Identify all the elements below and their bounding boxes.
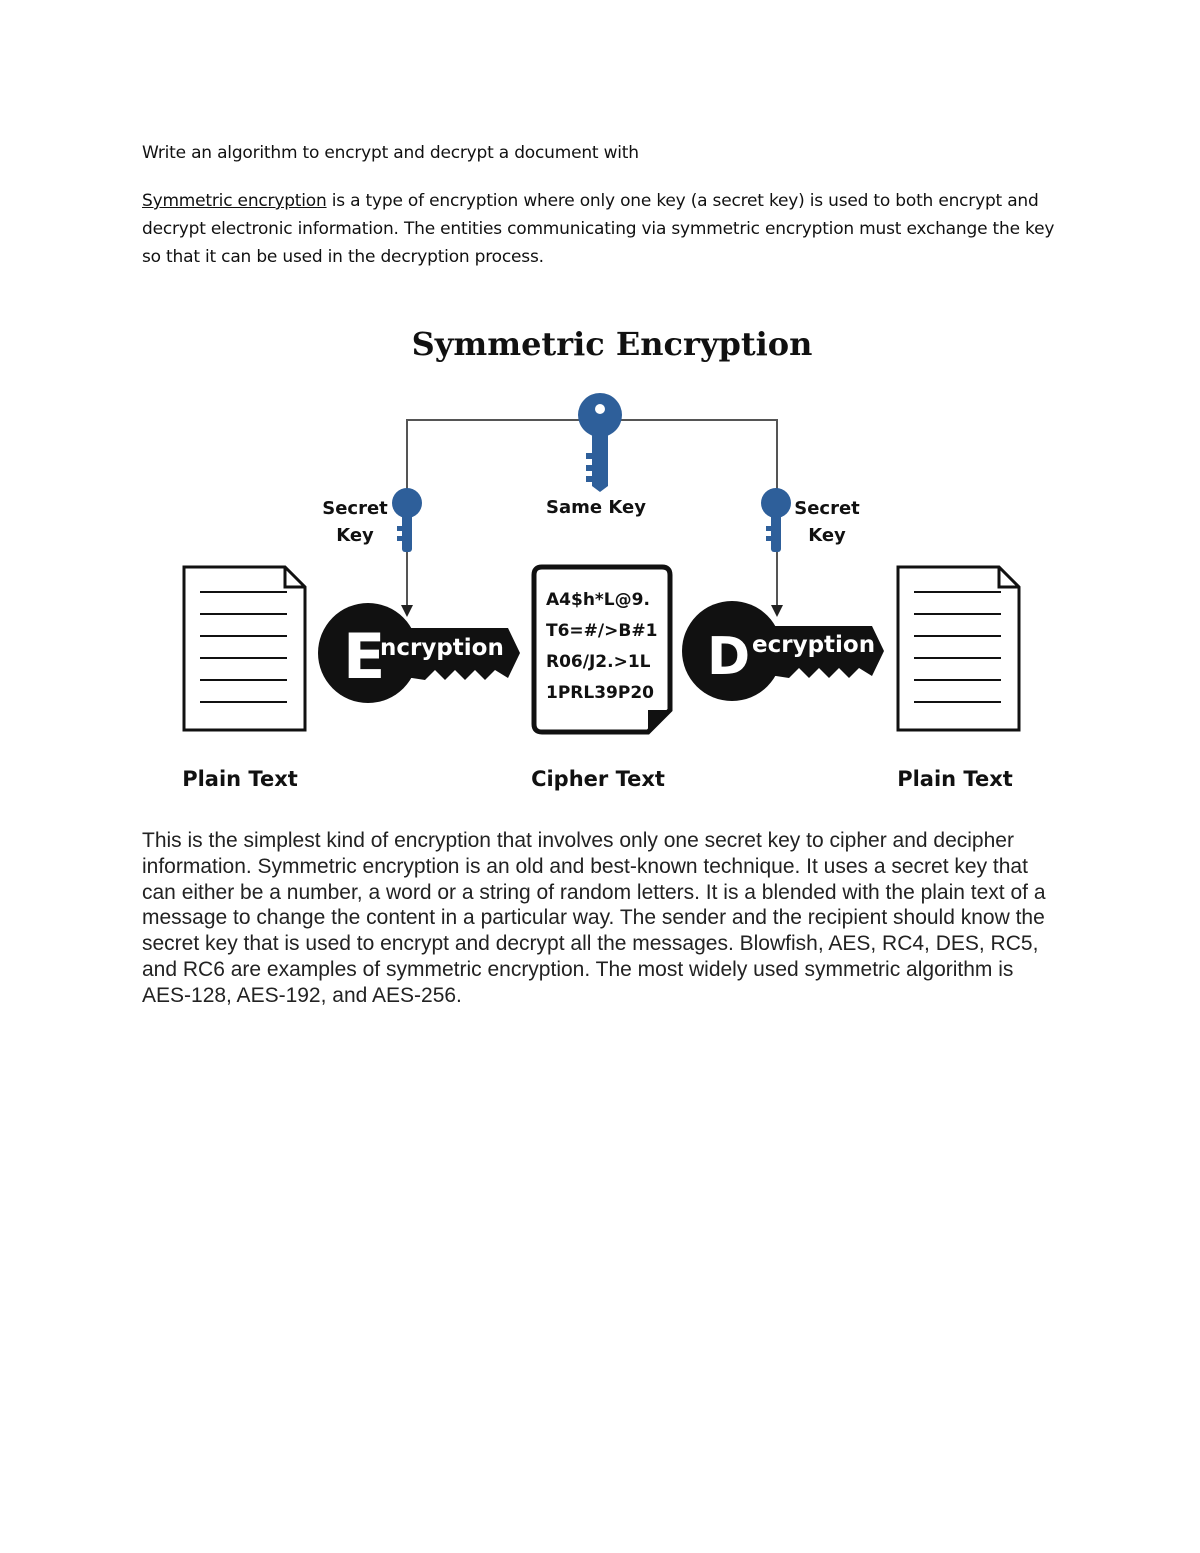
symmetric-encryption-diagram: Symmetric Encryption Same Key Secret Key…	[182, 325, 1021, 791]
cipher-line: A4$h*L@9.	[546, 590, 650, 610]
cipher-line: 1PRL39P20	[546, 683, 654, 703]
cipher-line: T6=#/>B#1	[546, 621, 657, 641]
encryption-key-icon	[318, 603, 520, 703]
definition-term: Symmetric encryption	[142, 191, 327, 211]
definition-paragraph: Symmetric encryption is a type of encryp…	[142, 187, 1062, 271]
intro-text: Write an algorithm to encrypt and decryp…	[142, 143, 639, 163]
diagram-title: Symmetric Encryption	[412, 325, 813, 363]
secret-key-left-icon	[392, 488, 422, 552]
arrow-to-encryption	[401, 605, 413, 617]
secret-key-right-label-line2: Key	[808, 525, 846, 546]
cipher-line: R06/J2.>1L	[546, 652, 651, 672]
same-key-icon	[578, 393, 622, 492]
cipher-lines: A4$h*L@9. T6=#/>B#1 R06/J2.>1L 1PRL39P20	[546, 590, 657, 703]
cipher-text-label: Cipher Text	[531, 767, 665, 791]
encryption-label: ncryption	[380, 635, 504, 661]
definition-text: is a type of encryption where only one k…	[142, 191, 1055, 267]
cipher-text-document-icon	[531, 564, 673, 735]
decryption-letter: D	[707, 627, 750, 687]
decryption-label: ecryption	[752, 632, 875, 658]
secret-key-right-icon	[761, 488, 791, 552]
secret-key-left-label-line1: Secret	[322, 498, 388, 519]
plain-text-right-document-icon	[896, 565, 1021, 732]
plain-text-left-document-icon	[182, 565, 307, 732]
encryption-letter: E	[343, 620, 385, 693]
secret-key-left-label-line2: Key	[336, 525, 374, 546]
plain-text-right-label: Plain Text	[897, 767, 1013, 791]
arrow-to-decryption	[771, 605, 783, 617]
body-paragraph: This is the simplest kind of encryption …	[142, 829, 1046, 1007]
decryption-key-icon	[682, 601, 884, 701]
plain-text-left-label: Plain Text	[182, 767, 298, 791]
same-key-label: Same Key	[546, 497, 646, 518]
secret-key-right-label-line1: Secret	[794, 498, 860, 519]
